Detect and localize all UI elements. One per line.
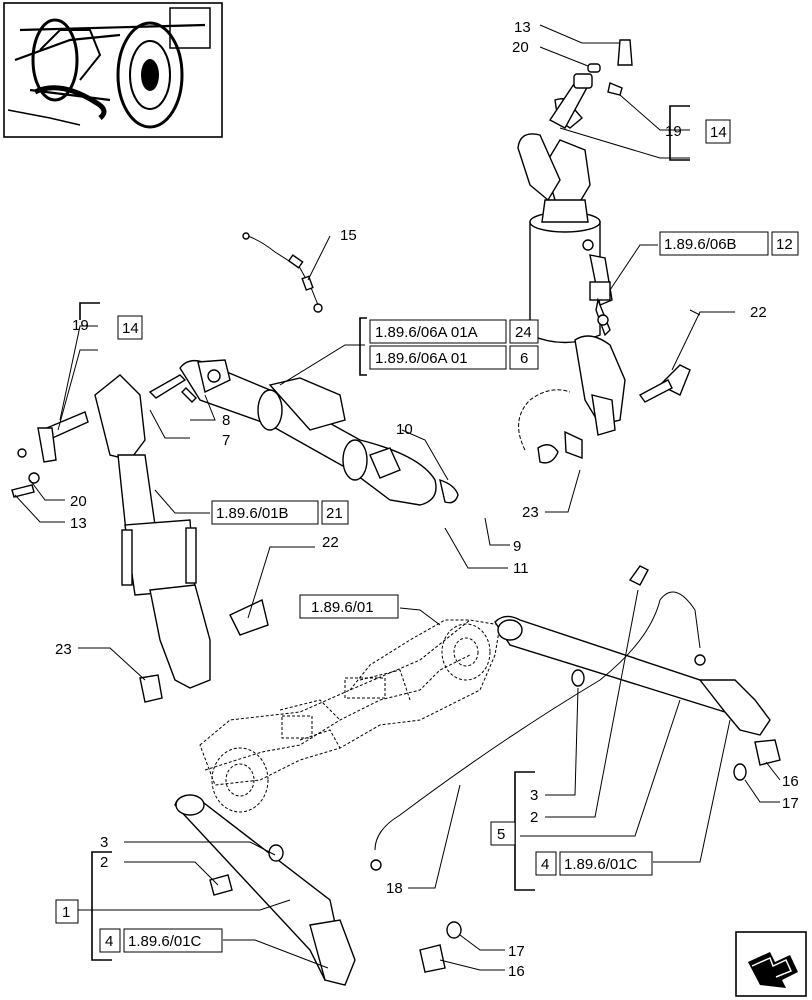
- ref-1-89-6-01c-right: 1.89.6/01C: [564, 856, 638, 873]
- callout-23-right: 23: [522, 504, 539, 521]
- callout-22-left: 22: [322, 534, 339, 551]
- callout-3-left: 3: [100, 834, 108, 851]
- callout-19-left: 19: [72, 317, 89, 334]
- callout-20-top: 20: [512, 39, 529, 56]
- ref-4-left: 4: [105, 933, 113, 950]
- ref-14-top: 14: [710, 124, 727, 141]
- leader-lines: [14, 24, 781, 971]
- ref-24: 24: [515, 324, 532, 341]
- callout-22-right: 22: [750, 304, 767, 321]
- hydraulic-top-link[interactable]: [148, 359, 459, 506]
- callout-10: 10: [396, 421, 413, 438]
- ref-1-89-6-01b: 1.89.6/01B: [216, 505, 289, 522]
- callout-20-left: 20: [70, 493, 87, 510]
- ref-5: 5: [497, 826, 505, 843]
- ref-1-89-6-01: 1.89.6/01: [311, 599, 374, 616]
- callout-17-right: 17: [782, 795, 799, 812]
- rear-axle-housing: [199, 619, 501, 813]
- ref-14-left: 14: [122, 320, 139, 337]
- callout-3-right: 3: [530, 787, 538, 804]
- callout-16-bottom: 16: [508, 963, 525, 980]
- ref-1-89-6-06a-01: 1.89.6/06A 01: [375, 350, 468, 367]
- lower-link-left[interactable]: [174, 794, 462, 986]
- reference-boxes: [55, 119, 799, 953]
- callout-17-bottom: 17: [508, 943, 525, 960]
- callout-9: 9: [513, 538, 521, 555]
- callout-2-left: 2: [100, 854, 108, 871]
- lower-link-right[interactable]: [494, 565, 781, 781]
- callout-13-left: 13: [70, 515, 87, 532]
- callout-19-top: 19: [665, 123, 682, 140]
- callout-13-top: 13: [514, 19, 531, 36]
- ref-1-89-6-01c-left: 1.89.6/01C: [128, 933, 202, 950]
- next-page-arrow-icon[interactable]: [735, 931, 807, 997]
- callout-18: 18: [386, 880, 403, 897]
- callout-11: 11: [513, 560, 529, 577]
- callout-15: 15: [340, 227, 357, 244]
- callout-8: 8: [222, 412, 230, 429]
- ref-6: 6: [520, 350, 528, 367]
- callout-2-right: 2: [530, 809, 538, 826]
- cable-part-18[interactable]: [370, 591, 706, 871]
- top-link-assembly-right[interactable]: [517, 39, 691, 464]
- ref-1-89-6-06b: 1.89.6/06B: [664, 236, 737, 253]
- ref-21: 21: [326, 505, 343, 522]
- ref-1-89-6-06a-01a: 1.89.6/06A 01A: [375, 324, 478, 341]
- callout-7: 7: [222, 432, 230, 449]
- tractor-rear-thumbnail-icon[interactable]: [3, 2, 223, 138]
- callout-23-left: 23: [55, 641, 72, 658]
- ref-12: 12: [776, 236, 793, 253]
- ref-4-right: 4: [541, 856, 549, 873]
- ref-1: 1: [62, 904, 70, 921]
- chain-part-15[interactable]: [242, 232, 323, 313]
- callout-16-right: 16: [782, 773, 799, 790]
- lift-rod-left[interactable]: [11, 374, 269, 703]
